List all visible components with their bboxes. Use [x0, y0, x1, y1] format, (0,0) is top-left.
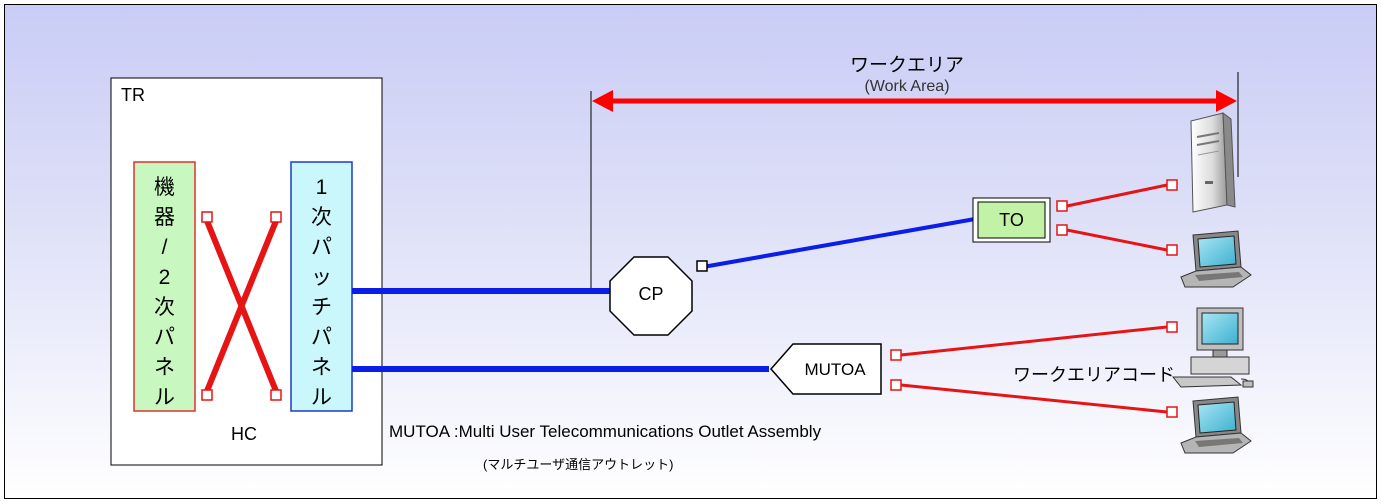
mutoa-label: MUTOA: [804, 360, 866, 379]
diagram-canvas: TR HC 機 器 / 2 次 パ ネ ル 1 次 パ ッ チ パ ネ ル ワー…: [4, 4, 1377, 499]
equipment-panel-char: 2: [158, 266, 171, 289]
mutoa-definition-ja: (マルチユーザ通信アウトレット): [483, 457, 674, 472]
patch-panel-char: パ: [311, 236, 332, 259]
equipment-panel-char: ル: [154, 386, 175, 409]
mutoa-port-2: [890, 379, 902, 391]
patch-panel-char: 1: [315, 176, 328, 199]
equipment-panel-char: 次: [154, 296, 175, 319]
to-box: [977, 201, 1046, 239]
to-port-2: [1056, 224, 1068, 236]
equipment-panel-char: パ: [154, 326, 175, 349]
patch-panel-char: 次: [311, 206, 332, 229]
work-area-arrow: [592, 90, 1237, 112]
patch-panel-label: 1 次 パ ッ チ パ ネ ル: [291, 173, 352, 413]
equipment-panel-char: ネ: [154, 356, 175, 379]
to-port-1: [1056, 200, 1068, 212]
work-area-cords: [900, 183, 1168, 414]
patch-panel-char: ル: [311, 386, 332, 409]
equipment-panel-char: 器: [154, 206, 175, 229]
cp-node: [609, 256, 693, 336]
desktop-computer-icon: [1171, 307, 1254, 388]
cross-connect-ports: [201, 211, 282, 401]
cp-port: [696, 260, 708, 272]
laptop-icon-to: [1180, 230, 1252, 288]
mutoa-node: [770, 343, 882, 395]
patch-panel: [290, 161, 353, 412]
equipment-panel-label: 機 器 / 2 次 パ ネ ル: [134, 173, 195, 413]
device-ports: [1166, 179, 1178, 418]
patch-panel-char: ッ: [311, 266, 332, 289]
cross-connect-cords: [204, 218, 279, 394]
tower-server-icon: [1190, 111, 1236, 213]
laptop-icon-mutoa: [1180, 396, 1252, 454]
work-area-subtitle: (Work Area): [864, 78, 950, 95]
to-label: TO: [999, 210, 1024, 230]
patch-panel-char: パ: [311, 326, 332, 349]
equipment-panel-char: 機: [154, 176, 175, 199]
tr-label: TR: [121, 85, 145, 105]
hc-label: HC: [231, 424, 257, 444]
mutoa-port-1: [890, 349, 902, 361]
cp-to-to-cable: [702, 217, 976, 269]
work-area-cord-label: ワークエリアコード: [1013, 365, 1175, 385]
cp-label: CP: [638, 284, 664, 304]
work-area-title: ワークエリア: [849, 55, 964, 76]
equipment-panel: [133, 161, 196, 412]
patch-panel-char: ネ: [311, 356, 332, 379]
diagram-graphics: [110, 72, 1254, 466]
patch-panel-char: チ: [311, 296, 332, 319]
equipment-panel-char: /: [161, 236, 168, 259]
mutoa-definition: MUTOA :Multi User Telecommunications Out…: [389, 422, 822, 441]
